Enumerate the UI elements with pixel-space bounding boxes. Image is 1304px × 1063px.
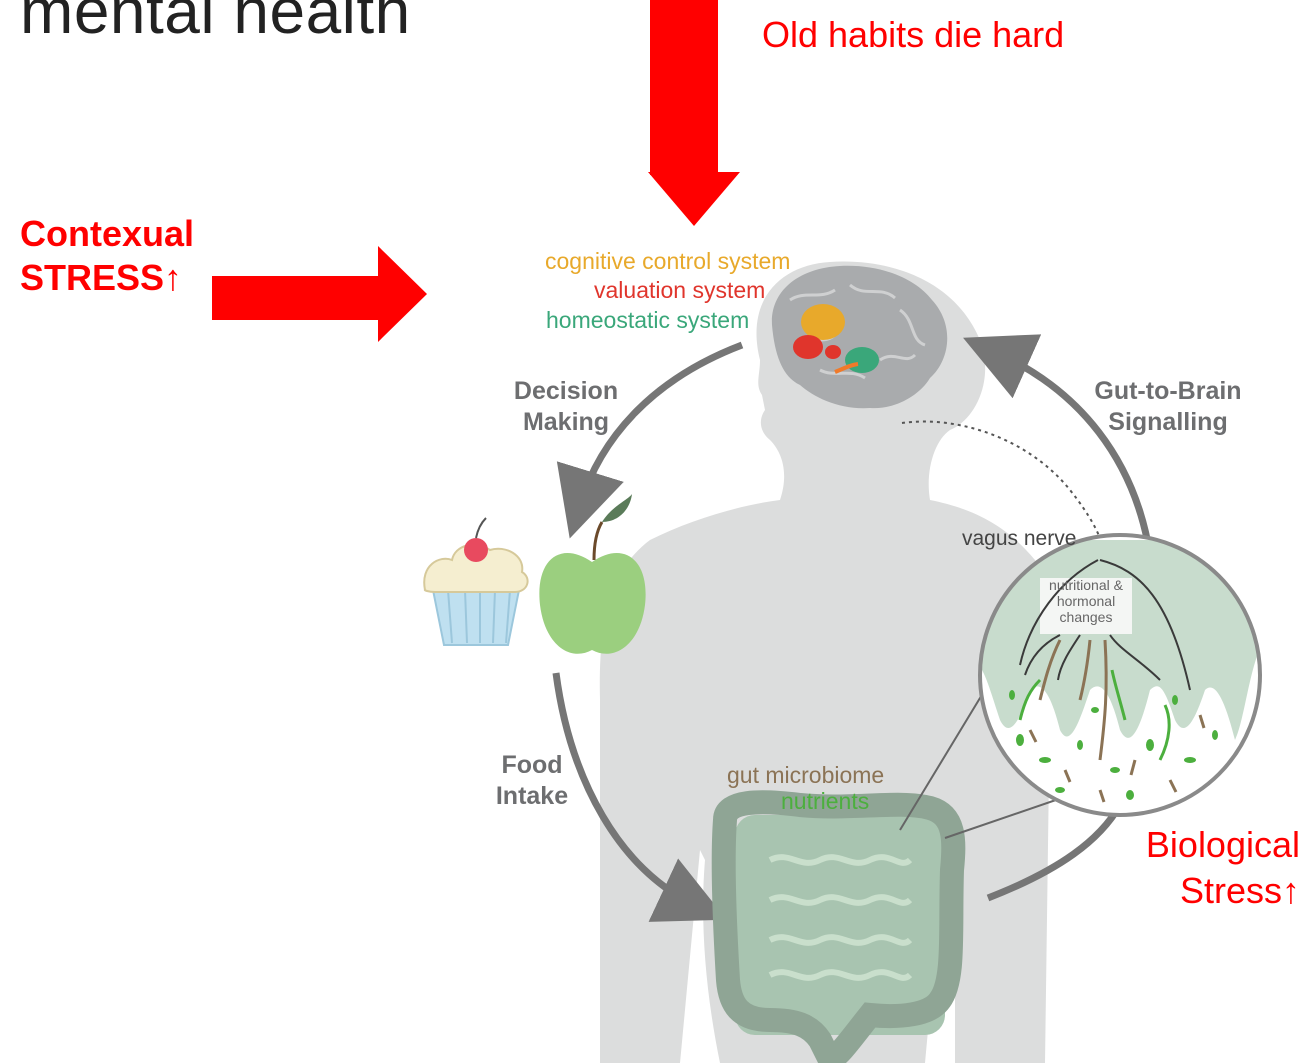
vagus-nerve-label: vagus nerve [962,527,1076,551]
cognitive-control-label: cognitive control system [545,248,790,275]
homeostatic-region [845,347,879,373]
contextual-stress-arrow [212,246,427,342]
gut-brain-line1: Gut-to-Brain [1078,376,1258,407]
food-intake-label: Food Intake [482,750,582,812]
contextual-line2: STRESS↑ [20,256,194,300]
cupcake-icon [424,518,527,645]
old-habits-arrow [648,0,740,226]
contextual-stress-label: Contexual STRESS↑ [20,212,194,300]
changes-line3: changes [1034,609,1138,625]
biological-line2: Stress↑ [1100,868,1300,914]
intestines [724,802,954,1060]
food-line1: Food [482,750,582,781]
contextual-line1: Contexual [20,212,194,256]
food-line2: Intake [482,781,582,812]
cognitive-region [801,304,845,340]
nutrients-label: nutrients [781,788,869,815]
valuation-region [793,335,823,359]
gut-microbiome-label: gut microbiome [727,762,884,789]
decision-line2: Making [496,407,636,438]
biological-stress-label: Biological Stress↑ [1100,822,1300,914]
decision-making-label: Decision Making [496,376,636,438]
nutritional-changes-label: nutritional & hormonal changes [1034,577,1138,625]
homeostatic-label: homeostatic system [546,307,749,334]
changes-line1: nutritional & [1034,577,1138,593]
biological-line1: Biological [1100,822,1300,868]
gut-brain-line2: Signalling [1078,407,1258,438]
decision-line1: Decision [496,376,636,407]
valuation-region-small [825,345,841,359]
valuation-label: valuation system [594,277,765,304]
old-habits-label: Old habits die hard [762,14,1064,56]
gut-to-brain-label: Gut-to-Brain Signalling [1078,376,1258,438]
changes-line2: hormonal [1034,593,1138,609]
apple-icon [539,494,645,654]
